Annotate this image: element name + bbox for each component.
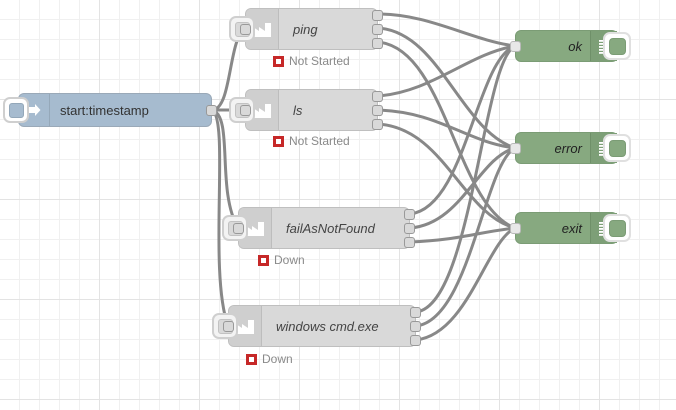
port-out-failasnotfound-1[interactable] — [404, 223, 415, 234]
port-in-ping[interactable] — [240, 24, 251, 35]
inject-trigger-button[interactable] — [3, 97, 29, 123]
node-exec-ls-label: ls — [293, 102, 303, 118]
wire-ping-out1-to-ok — [376, 12, 517, 48]
node-exec-failasnotfound[interactable]: failAsNotFound — [222, 207, 415, 249]
port-out-inject-0[interactable] — [206, 105, 217, 116]
port-out-windows-cmd-exe-2[interactable] — [410, 335, 421, 346]
port-in-debug-error[interactable] — [510, 143, 521, 154]
port-out-ls-1[interactable] — [372, 105, 383, 116]
status-text-windows-cmd-exe: Down — [262, 352, 293, 366]
wire-fail-out2-to-error — [408, 146, 517, 230]
status-text-ls: Not Started — [289, 134, 350, 148]
wire-cmd-out1-to-ok — [414, 44, 517, 314]
port-in-debug-ok[interactable] — [510, 41, 521, 52]
node-debug-exit[interactable]: exit — [510, 212, 631, 244]
factory-icon — [246, 9, 279, 49]
port-out-failasnotfound-2[interactable] — [404, 237, 415, 248]
node-exec-ls[interactable]: ls — [229, 89, 383, 131]
node-inject-start-timestamp[interactable]: start:timestamp — [3, 93, 217, 127]
status-badge-ping: Not Started — [273, 54, 350, 68]
port-out-windows-cmd-exe-1[interactable] — [410, 321, 421, 332]
node-exec-ping[interactable]: ping — [229, 8, 383, 50]
debug-toggle-button-exit[interactable] — [603, 214, 631, 242]
red-square-icon — [258, 254, 269, 266]
port-out-ping-2[interactable] — [372, 38, 383, 49]
status-badge-failasnotfound: Down — [258, 253, 305, 267]
wire-cmd-out2-to-error — [414, 146, 517, 328]
inject-trigger-button-inner — [8, 102, 24, 118]
wire-ping-out3-to-exit — [376, 40, 517, 230]
debug-toggle-button-ok-inner — [608, 37, 626, 55]
wire-ls-out1-to-ok — [376, 44, 517, 98]
factory-icon — [239, 208, 272, 248]
node-debug-error[interactable]: error — [510, 132, 631, 164]
port-out-failasnotfound-0[interactable] — [404, 209, 415, 220]
debug-toggle-button-ok[interactable] — [603, 32, 631, 60]
red-square-icon — [246, 353, 257, 365]
node-debug-exit-label: exit — [561, 220, 582, 236]
port-out-ls-0[interactable] — [372, 91, 383, 102]
port-in-ls[interactable] — [240, 105, 251, 116]
status-badge-windows-cmd-exe: Down — [246, 352, 293, 366]
port-out-windows-cmd-exe-0[interactable] — [410, 307, 421, 318]
node-debug-ok[interactable]: ok — [510, 30, 631, 62]
wire-ls-out2-to-error — [376, 108, 517, 150]
wire-ping-out2-to-error — [376, 26, 517, 150]
port-in-windows-cmd-exe[interactable] — [223, 321, 234, 332]
node-inject-label: start:timestamp — [60, 102, 149, 118]
wire-cmd-out3-to-exit — [414, 226, 517, 342]
red-square-icon — [273, 135, 284, 147]
status-text-ping: Not Started — [289, 54, 350, 68]
node-debug-ok-label: ok — [568, 38, 582, 54]
node-exec-failasnotfound-label: failAsNotFound — [286, 220, 375, 236]
node-exec-windows-cmd-exe[interactable]: windows cmd.exe — [212, 305, 421, 347]
port-out-ping-0[interactable] — [372, 10, 383, 21]
debug-toggle-button-exit-inner — [608, 219, 626, 237]
status-badge-ls: Not Started — [273, 134, 350, 148]
node-exec-windows-cmd-exe-label: windows cmd.exe — [276, 318, 379, 334]
wire-inject-to-fail — [210, 108, 240, 230]
node-exec-ping-label: ping — [293, 21, 318, 37]
red-square-icon — [273, 55, 284, 67]
debug-toggle-button-error-inner — [608, 139, 626, 157]
port-out-ls-2[interactable] — [372, 119, 383, 130]
port-out-ping-1[interactable] — [372, 24, 383, 35]
node-debug-error-label: error — [554, 140, 582, 156]
arrow-right-icon — [19, 94, 50, 126]
port-in-failasnotfound[interactable] — [233, 223, 244, 234]
wire-fail-out1-to-ok — [408, 44, 517, 216]
port-in-debug-exit[interactable] — [510, 223, 521, 234]
wire-fail-out3-to-exit — [408, 226, 517, 244]
status-text-failasnotfound: Down — [274, 253, 305, 267]
debug-toggle-button-error[interactable] — [603, 134, 631, 162]
